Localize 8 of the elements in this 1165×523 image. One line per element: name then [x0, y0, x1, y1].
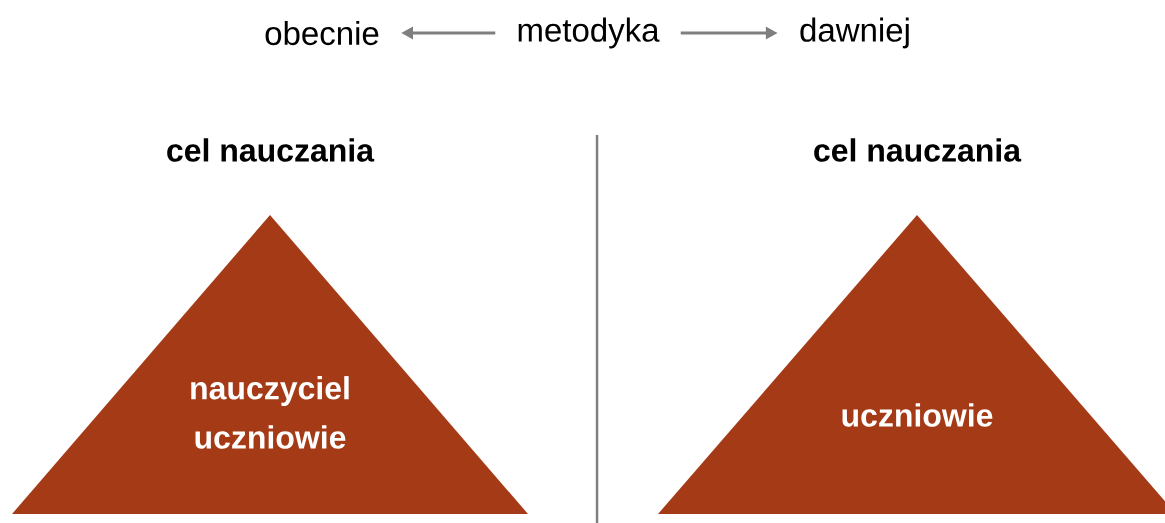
label: dawniej [800, 17, 909, 49]
label: metodyka [518, 17, 660, 49]
triangle-label: uczniowie [195, 425, 346, 449]
heading: cel nauczania [167, 138, 375, 162]
heading: cel nauczania [814, 138, 1022, 162]
label: obecnie [265, 20, 379, 46]
triangle-label: uczniowie [842, 403, 993, 427]
triangle-label: nauczyciel [191, 376, 349, 406]
